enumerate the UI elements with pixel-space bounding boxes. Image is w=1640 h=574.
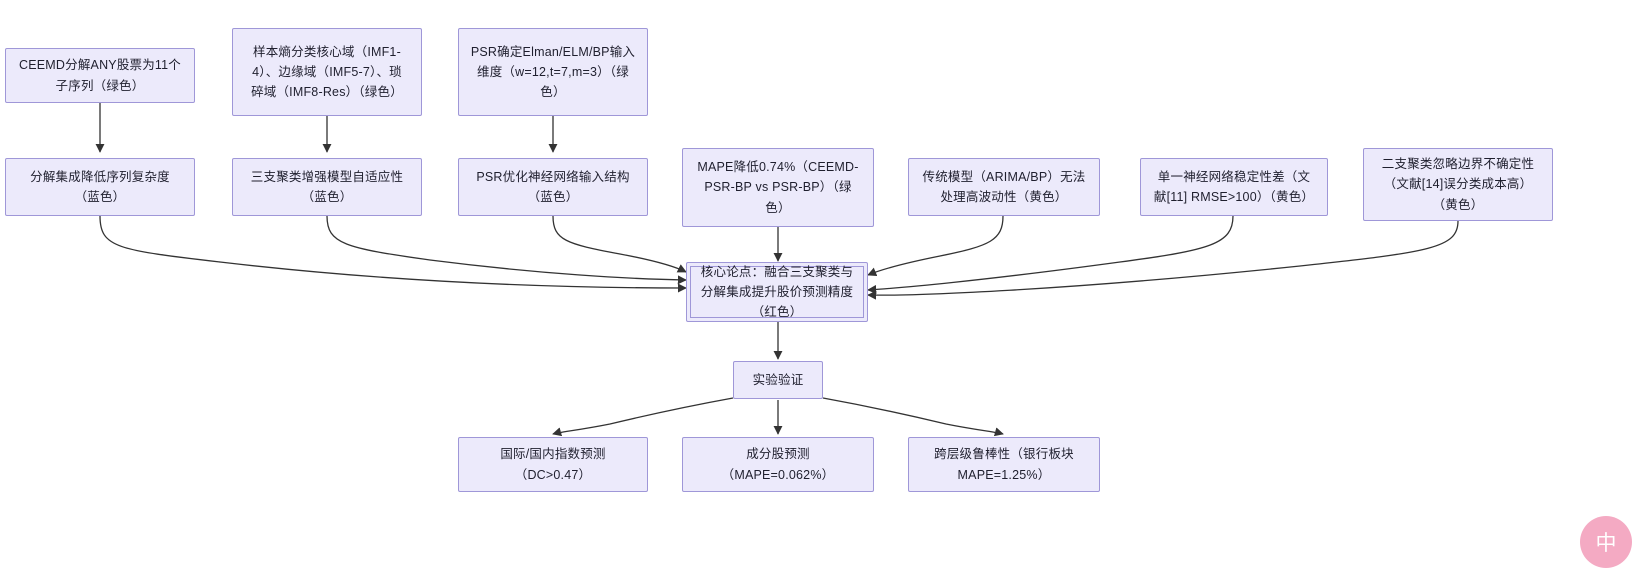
node-ceemd[interactable]: CEEMD分解ANY股票为11个 子序列（绿色） — [5, 48, 195, 103]
node-mape-drop-label: MAPE降低0.74%（CEEMD- PSR-BP vs PSR-BP）（绿 色… — [697, 160, 859, 215]
node-constituent-forecast-label: 成分股预测 （MAPE=0.062%） — [721, 447, 835, 482]
node-traditional-model-label: 传统模型（ARIMA/BP）无法 处理高波动性（黄色） — [922, 169, 1086, 204]
edge-traditional-to-core — [867, 215, 1004, 277]
node-constituent-forecast[interactable]: 成分股预测 （MAPE=0.062%） — [682, 437, 874, 492]
node-core-thesis-label: 核心论点：融合三支聚类与 分解集成提升股价预测精度 （红色） — [700, 264, 854, 320]
node-cross-level-robust-label: 跨层级鲁棒性（银行板块 MAPE=1.25%） — [934, 447, 1074, 482]
node-single-nn-label: 单一神经网络稳定性差（文 献[11] RMSE>100）（黄色） — [1153, 169, 1315, 204]
node-mape-drop[interactable]: MAPE降低0.74%（CEEMD- PSR-BP vs PSR-BP）（绿 色… — [682, 148, 874, 227]
node-sample-entropy[interactable]: 样本熵分类核心域（IMF1- 4）、边缘域（IMF5-7）、琐 碎域（IMF8-… — [232, 28, 422, 116]
node-core-thesis[interactable]: 核心论点：融合三支聚类与 分解集成提升股价预测精度 （红色） — [686, 262, 868, 322]
node-single-nn[interactable]: 单一神经网络稳定性差（文 献[11] RMSE>100）（黄色） — [1140, 158, 1328, 216]
node-three-way-adaptive-label: 三支聚类增强模型自适应性 （蓝色） — [250, 169, 404, 204]
node-psr-dim[interactable]: PSR确定Elman/ELM/BP输入 维度（w=12,t=7,m=3）（绿 色… — [458, 28, 648, 116]
node-psr-dim-label: PSR确定Elman/ELM/BP输入 维度（w=12,t=7,m=3）（绿 色… — [470, 44, 636, 100]
edge-experiment-to-robust — [822, 397, 1004, 437]
watermark-text: 中 — [1595, 531, 1617, 555]
node-decomp-complexity-label: 分解集成降低序列复杂度 （蓝色） — [30, 169, 170, 204]
edge-psrstruct-to-core — [552, 215, 687, 273]
node-decomp-complexity[interactable]: 分解集成降低序列复杂度 （蓝色） — [5, 158, 195, 216]
edge-singlenn-to-core — [867, 215, 1234, 295]
node-three-way-adaptive[interactable]: 三支聚类增强模型自适应性 （蓝色） — [232, 158, 422, 216]
node-traditional-model[interactable]: 传统模型（ARIMA/BP）无法 处理高波动性（黄色） — [908, 158, 1100, 216]
edge-threeway-to-core — [326, 215, 687, 285]
node-psr-structure[interactable]: PSR优化神经网络输入结构 （蓝色） — [458, 158, 648, 216]
node-ceemd-label: CEEMD分解ANY股票为11个 子序列（绿色） — [18, 58, 182, 93]
node-experiment[interactable]: 实验验证 — [733, 361, 823, 399]
edge-experiment-to-index — [552, 397, 734, 437]
node-index-forecast-label: 国际/国内指数预测 （DC>0.47） — [500, 447, 606, 482]
watermark-badge: 中 — [1580, 516, 1632, 568]
edge-twoway-to-core — [867, 220, 1459, 300]
node-psr-structure-label: PSR优化神经网络输入结构 （蓝色） — [476, 169, 630, 204]
edge-decomp-to-core — [99, 215, 687, 293]
core-inner-frame: 核心论点：融合三支聚类与 分解集成提升股价预测精度 （红色） — [690, 265, 864, 319]
node-experiment-label: 实验验证 — [752, 372, 804, 387]
node-two-way-cluster[interactable]: 二支聚类忽略边界不确定性 （文献[14]误分类成本高） （黄色） — [1363, 148, 1553, 221]
node-index-forecast[interactable]: 国际/国内指数预测 （DC>0.47） — [458, 437, 648, 492]
node-cross-level-robust[interactable]: 跨层级鲁棒性（银行板块 MAPE=1.25%） — [908, 437, 1100, 492]
node-sample-entropy-label: 样本熵分类核心域（IMF1- 4）、边缘域（IMF5-7）、琐 碎域（IMF8-… — [251, 44, 403, 100]
node-two-way-cluster-label: 二支聚类忽略边界不确定性 （文献[14]误分类成本高） （黄色） — [1381, 157, 1535, 212]
